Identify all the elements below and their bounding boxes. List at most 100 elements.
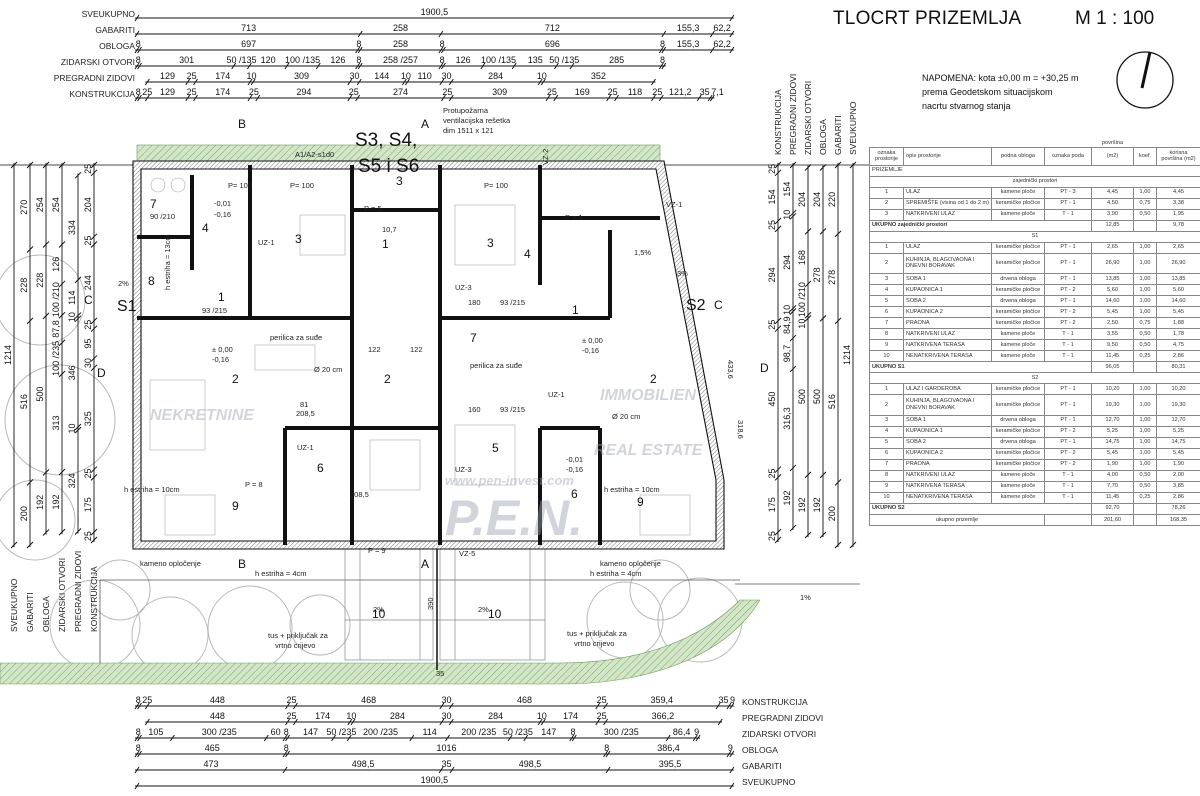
plan-label: P= 100 <box>484 181 508 190</box>
dimension-tick <box>834 479 842 486</box>
dimension-tick <box>819 315 827 322</box>
dimension-tick <box>26 479 34 486</box>
dimension-value: 278 <box>827 270 837 285</box>
dimension-tick <box>696 94 702 102</box>
table-cell: 14,75 <box>1091 436 1134 449</box>
dimension-value: 25 <box>767 320 777 330</box>
dimension-tick <box>137 62 142 70</box>
dimension-tick <box>90 161 98 169</box>
dimension-value: 8 <box>136 39 141 49</box>
dimension-value: 100 /235 <box>51 341 61 376</box>
dimension-value: 7,1 <box>711 87 724 97</box>
plan-label: Ø 20 cm <box>612 412 640 421</box>
table-cell: 10 <box>869 350 904 363</box>
header-area: (m2) <box>1091 146 1134 166</box>
room-numbers: 7 4 3 8 1 2 6 9 10 3 1 2 3 7 1 2 4 5 6 9… <box>148 174 657 621</box>
dimension-value: 448 <box>210 695 225 705</box>
table-cell: 0,50 <box>1133 208 1157 221</box>
dimension-row-label: ZIDARSKI OTVORI <box>803 81 813 155</box>
room-s1-6: 6 <box>317 461 324 475</box>
total-area: 12,85 <box>1091 219 1134 232</box>
table-cell: PT - 1 <box>1044 414 1092 427</box>
plan-label: A <box>421 557 429 571</box>
dimension-tick <box>134 62 140 70</box>
table-cell: KUPAONICA 2 <box>903 447 992 460</box>
dimension-tick <box>834 161 842 169</box>
table-cell: NATKRIVENA TERASA <box>903 339 992 352</box>
table-cell: 3,38 <box>1156 197 1200 210</box>
plan-label: 35 <box>436 669 444 678</box>
dimension-tick <box>134 782 140 790</box>
dimension-value: 25 <box>83 468 93 478</box>
dimension-tick <box>449 766 455 774</box>
table-cell: 1,00 <box>1133 383 1157 396</box>
table-cell: PT - 2 <box>1044 306 1092 319</box>
dimension-tick <box>804 164 812 171</box>
table-cell: 5,45 <box>1091 447 1134 460</box>
dimension-value: 8 <box>136 87 141 97</box>
table-cell: KUPAONICA 2 <box>903 306 992 319</box>
dimension-tick <box>789 524 797 532</box>
dimension-tick <box>789 161 797 169</box>
dimension-tick <box>774 169 782 177</box>
dimension-tick <box>438 46 444 54</box>
table-cell: 6 <box>869 306 904 319</box>
plan-label: 2% <box>118 279 129 288</box>
dimension-tick <box>347 78 353 86</box>
dimension-value: 114 <box>422 727 436 737</box>
table-cell: SOBA 2 <box>903 436 992 449</box>
table-cell: keramičke pločice <box>991 458 1045 471</box>
plan-label: A <box>421 117 429 131</box>
room-s1-7: 7 <box>150 197 157 211</box>
dimension-value: 30 <box>350 71 360 81</box>
table-cell: 11,45 <box>1091 491 1134 504</box>
dimension-tick <box>661 62 667 70</box>
dimension-tick <box>74 315 82 323</box>
dimension-value: 10 <box>537 71 547 81</box>
dimension-tick <box>137 94 142 102</box>
dimension-value: 8 <box>136 743 141 753</box>
dimension-value: 1900,5 <box>421 775 449 785</box>
dimension-tick <box>58 339 66 347</box>
dimension-value: 155,3 <box>677 23 700 33</box>
dimension-tick <box>774 161 782 169</box>
dimension-row-label: SVEUKUPNO <box>742 777 796 787</box>
dimension-value: 50 /135 <box>227 55 257 65</box>
dimension-value: 168 <box>797 250 807 265</box>
dimension-value: 155,3 <box>677 39 700 49</box>
dimension-value: 25 <box>652 87 662 97</box>
plan-label: D <box>97 366 106 380</box>
dimension-tick <box>357 62 363 70</box>
dimension-tick <box>74 528 82 535</box>
plan-label: h estriha = 10cm <box>604 485 660 494</box>
room-s2-10: 10 <box>488 607 502 621</box>
table-cell: 1,88 <box>1156 317 1200 330</box>
dimension-tick <box>789 209 797 217</box>
dimension-row-label: KONSTRUKCIJA <box>69 89 135 99</box>
dimension-tick <box>709 30 715 38</box>
dimension-tick <box>134 94 140 102</box>
table-cell: 1,00 <box>1133 252 1157 275</box>
plan-label: 208,5 <box>350 490 369 499</box>
table-cell: NATKRIVENA TERASA <box>903 480 992 493</box>
dimension-row-label: GABARITI <box>95 25 135 35</box>
table-cell: 1 <box>869 241 904 254</box>
dimension-tick <box>537 78 543 86</box>
dimension-value: 316,3 <box>782 407 792 430</box>
table-cell: keramičke pločice <box>991 447 1045 460</box>
dimension-tick <box>74 426 82 434</box>
dimension-value: 220 <box>827 192 837 207</box>
dimension-tick <box>90 466 98 473</box>
dimension-tick <box>603 750 608 758</box>
table-cell: 9,50 <box>1091 339 1134 352</box>
table-cell: PRAONA <box>903 458 992 471</box>
plan-label: h estriha = 4cm <box>255 569 306 578</box>
dimension-value: 84,9 <box>782 316 792 334</box>
dimension-tick <box>26 161 34 169</box>
plan-annotations: -0,01 -0,16 ± 0,00 -0,16 ± 0,00 -0,16 -0… <box>118 149 811 678</box>
dimension-tick <box>523 734 529 742</box>
dimension-tick <box>695 734 701 742</box>
plan-label: -0,16 <box>214 210 231 219</box>
dimension-tick <box>804 280 812 288</box>
